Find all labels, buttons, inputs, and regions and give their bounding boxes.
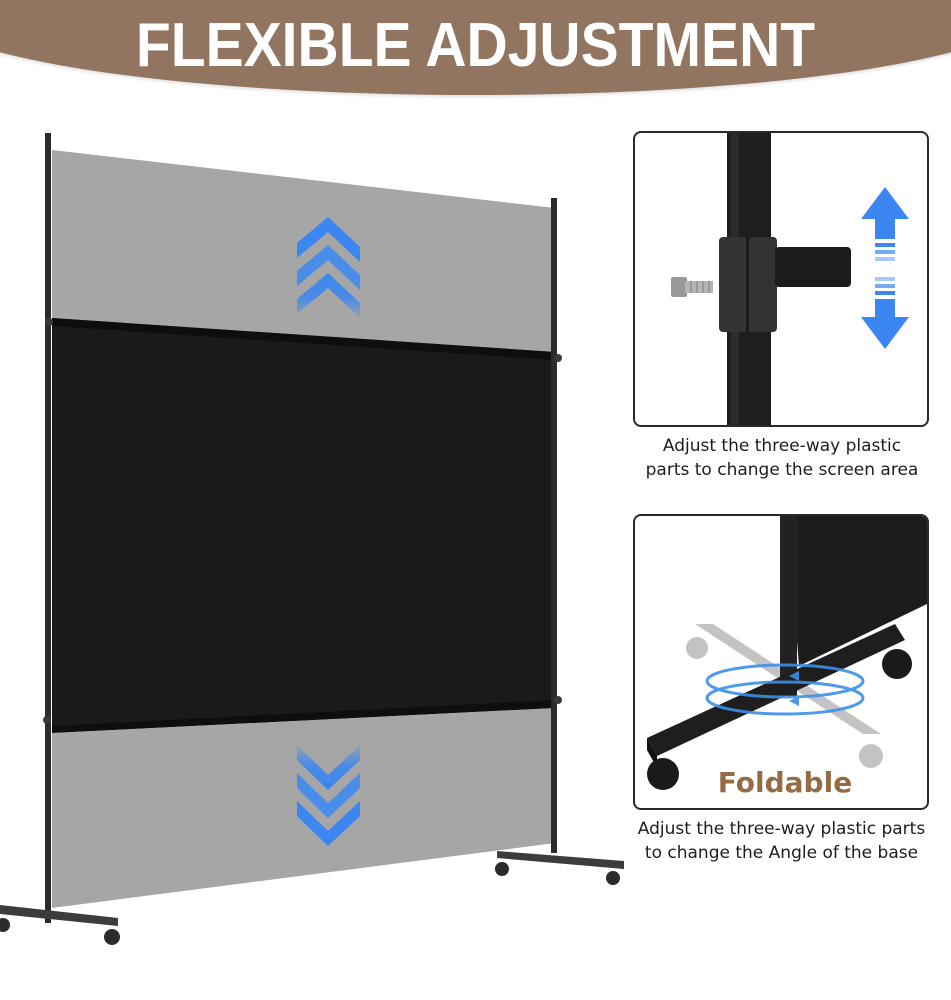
caption-line: to change the Angle of the base: [644, 843, 919, 863]
up-down-arrow-icon: [861, 187, 909, 349]
foldable-label: Foldable: [717, 766, 853, 799]
main-product-image: [0, 120, 640, 960]
detail-card-base: Foldable: [633, 514, 929, 810]
caption-line: Adjust the three-way plastic: [662, 436, 902, 456]
banner-title: FLEXIBLE ADJUSTMENT: [135, 11, 816, 80]
caption-line: parts to change the screen area: [645, 460, 919, 480]
caption-connector: Adjust the three-way plastic parts to ch…: [622, 434, 942, 482]
chevron-down-triple-icon: [297, 745, 360, 846]
caption-line: Adjust the three-way plastic parts: [637, 819, 926, 839]
rotate-arrow-icon: [705, 663, 865, 716]
detail-card-connector: [633, 131, 929, 427]
header-banner: [0, 0, 951, 95]
chevron-up-triple-icon: [297, 217, 360, 318]
screw-icon: [671, 277, 713, 297]
caption-base: Adjust the three-way plastic parts to ch…: [612, 817, 951, 865]
